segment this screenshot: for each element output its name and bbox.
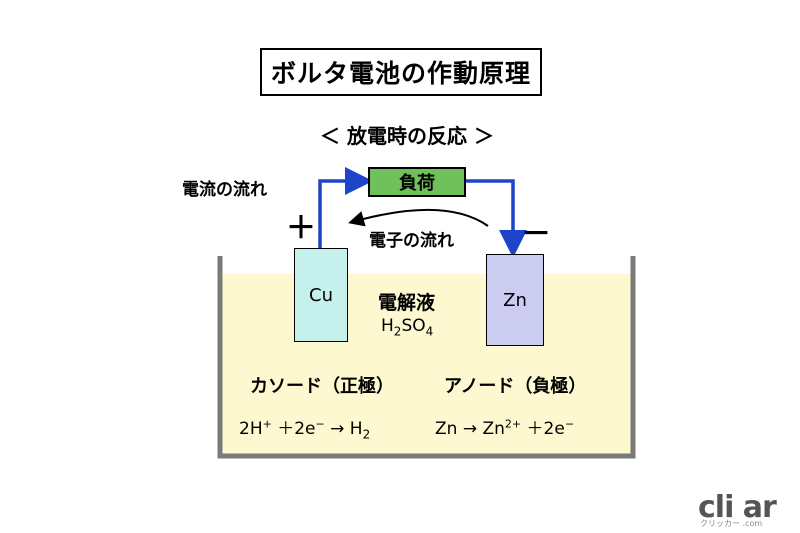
current-flow-label: 電流の流れ bbox=[182, 180, 267, 200]
cu-label: Cu bbox=[309, 284, 333, 306]
current-wire-right bbox=[466, 179, 527, 258]
electron-flow-arrow bbox=[348, 208, 489, 227]
electrolyte-name: 電解液 bbox=[378, 292, 436, 314]
plus-sign: ＋ bbox=[286, 211, 316, 246]
electron-flow-label: 電子の流れ bbox=[369, 231, 454, 251]
cathode-label: カソード（正極） bbox=[250, 376, 394, 397]
container bbox=[217, 256, 636, 459]
watermark-sub: クリッカー .com bbox=[700, 519, 763, 528]
page-title: ボルタ電池の作動原理 bbox=[260, 48, 542, 96]
electrolyte-formula: H2SO4 bbox=[381, 316, 434, 339]
current-wire-left bbox=[318, 167, 373, 248]
load-box: 負荷 bbox=[368, 167, 466, 197]
anode-label: アノード（負極） bbox=[444, 376, 587, 397]
zn-label: Zn bbox=[503, 289, 527, 311]
electrolyte-fill bbox=[222, 274, 631, 454]
watermark-logo: cli ar bbox=[698, 490, 777, 525]
subtitle: ＜ 放電時の反応 ＞ bbox=[320, 124, 494, 148]
zn-electrode: Zn bbox=[486, 254, 544, 346]
cathode-equation: 2H+ ＋2e− → H2 bbox=[239, 417, 371, 442]
cu-electrode: Cu bbox=[294, 248, 348, 342]
minus-sign: － bbox=[521, 217, 551, 252]
anode-equation: Zn → Zn2+ ＋2e− bbox=[435, 417, 575, 439]
